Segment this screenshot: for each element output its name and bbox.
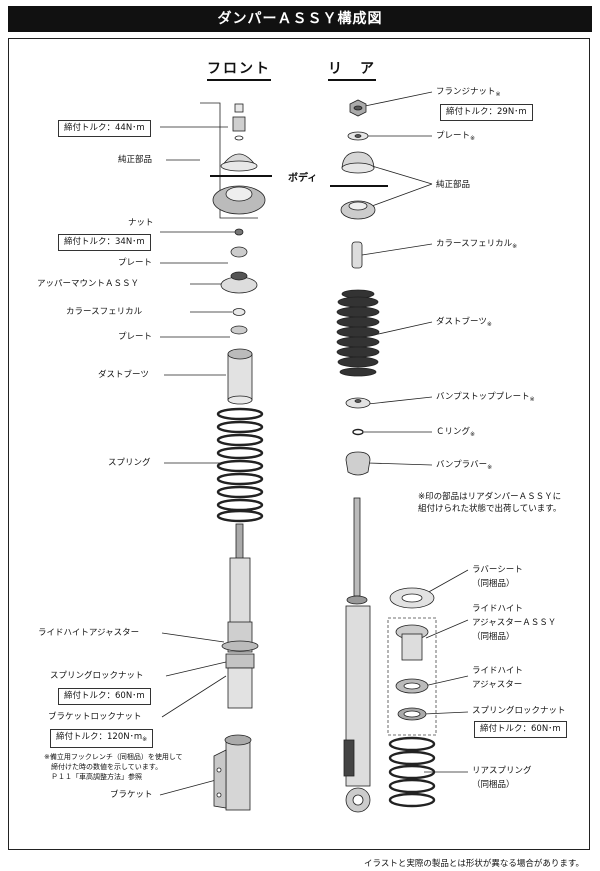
rear-ride-assy-sub: （同梱品）: [472, 632, 515, 642]
diagram-frame: [8, 38, 590, 850]
front-ride-adjuster-label: ライドハイトアジャスター: [38, 628, 140, 638]
footer-disclaimer: イラストと実際の製品とは形状が異なる場合があります。: [364, 859, 584, 869]
body-label: ボディ: [288, 173, 318, 184]
rear-spring-sub: （同梱品）: [472, 780, 515, 790]
rear-bump-rubber-label: バンプラバー※: [436, 460, 493, 471]
rear-rubber-seat-label: ラバーシート: [472, 565, 523, 575]
rear-dust-boot-label: ダストブーツ※: [436, 317, 492, 328]
front-collar-label: カラースフェリカル: [66, 307, 143, 317]
rear-plate-label: プレート※: [436, 131, 476, 142]
front-plate1-label: プレート: [118, 258, 153, 268]
front-spring-lock-label: スプリングロックナット: [50, 671, 144, 681]
rear-note-line2: 組付けられた状態で出荷しています。: [418, 504, 562, 514]
page-title: ダンパーＡＳＳＹ構成図: [8, 6, 592, 32]
front-torque-nut: 締付トルク：34N･m: [58, 234, 151, 251]
rear-genuine-label: 純正部品: [436, 180, 471, 190]
rear-ride-adj-label1: ライドハイト: [472, 666, 523, 676]
rear-spring-lock-label: スプリングロックナット: [472, 706, 566, 716]
rear-ride-assy-label1: ライドハイト: [472, 604, 523, 614]
front-spring-label: スプリング: [108, 458, 151, 468]
rear-torque-flange: 締付トルク：29N･m: [440, 104, 533, 121]
front-genuine-label: 純正部品: [118, 155, 153, 165]
front-bracket-label: ブラケット: [110, 790, 153, 800]
front-torque-spring: 締付トルク：60N･m: [58, 688, 151, 705]
front-nut-label: ナット: [128, 218, 154, 228]
rear-torque-spring: 締付トルク：60N･m: [474, 721, 567, 738]
front-plate2-label: プレート: [118, 332, 153, 342]
rear-ride-adj-label2: アジャスター: [472, 680, 523, 690]
rear-header: リ ア: [328, 58, 376, 81]
front-torque-top: 締付トルク：44N･m: [58, 120, 151, 137]
rear-c-ring-label: Ｃリング※: [436, 427, 476, 438]
rear-flange-nut-label: フランジナット※: [436, 87, 501, 98]
front-upper-mount-label: アッパーマウントＡＳＳＹ: [37, 279, 140, 289]
front-note-line2: 締付けた時の数値を示しています。: [44, 763, 163, 771]
front-header: フロント: [207, 58, 271, 81]
rear-bump-plate-label: バンプストッププレート※: [436, 392, 535, 403]
front-dust-boot-label: ダストブーツ: [98, 370, 149, 380]
front-bracket-lock-label: ブラケットロックナット: [48, 712, 142, 722]
front-note-line3: Ｐ１１「車高調整方法」参照: [44, 773, 142, 781]
rear-ride-assy-label2: アジャスターＡＳＳＹ: [472, 618, 557, 628]
front-note-line1: ※備立用フックレンチ（同梱品）を使用して: [44, 753, 183, 761]
rear-spring-label: リアスプリング: [472, 766, 532, 776]
rear-collar-label: カラースフェリカル※: [436, 239, 518, 250]
rear-rubber-seat-sub: （同梱品）: [472, 579, 515, 589]
front-torque-bracket: 締付トルク：120N･m※: [50, 729, 154, 748]
rear-note-line1: ※印の部品はリアダンパーＡＳＳＹに: [418, 492, 562, 502]
